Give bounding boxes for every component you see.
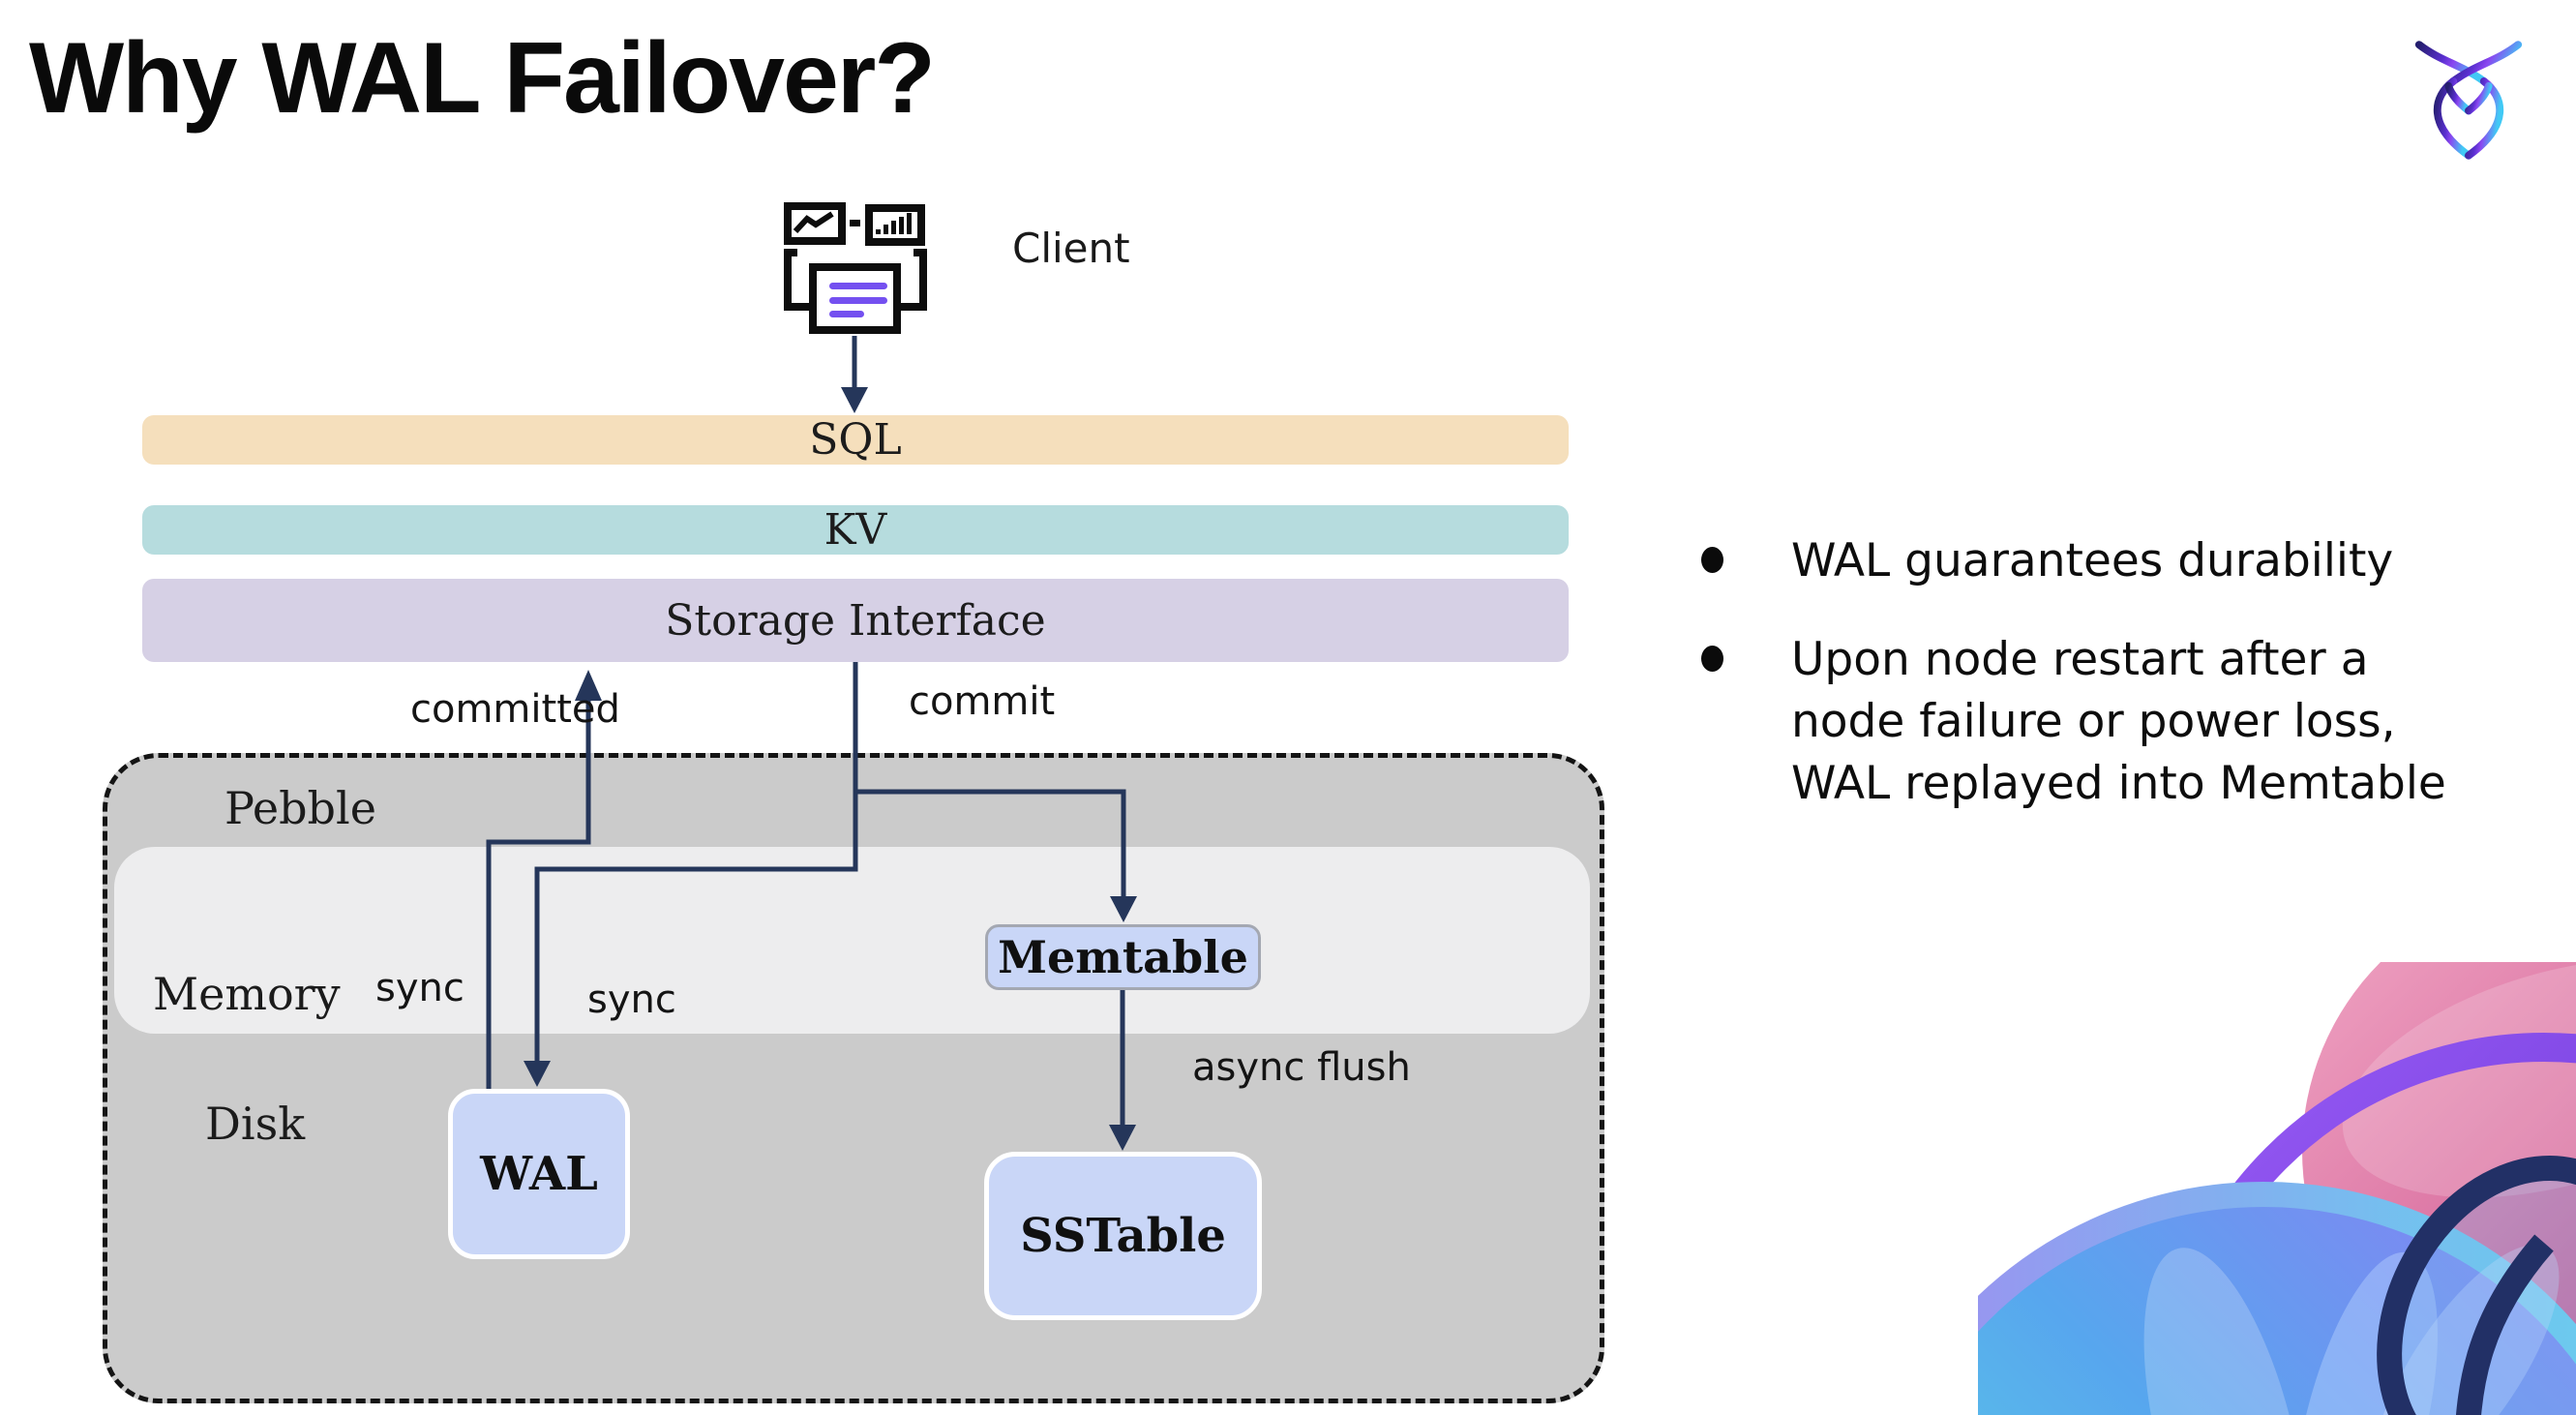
brand-decoration-graphic bbox=[1978, 962, 2576, 1415]
layer-bar-kv: KV bbox=[142, 505, 1569, 555]
edge-label-committed: committed bbox=[410, 687, 620, 732]
node-memtable: Memtable bbox=[985, 924, 1261, 990]
disk-label: Disk bbox=[205, 1098, 306, 1150]
bullet-dot-icon bbox=[1701, 547, 1723, 573]
edge-label-sync-right: sync bbox=[587, 978, 676, 1022]
node-wal: WAL bbox=[448, 1089, 630, 1259]
cockroachdb-logo-icon bbox=[2414, 41, 2523, 160]
slide-title: Why WAL Failover? bbox=[29, 22, 936, 135]
bullet-list: WAL guarantees durability Upon node rest… bbox=[1686, 530, 2518, 815]
edge-label-sync-left: sync bbox=[375, 966, 464, 1010]
pebble-label: Pebble bbox=[225, 782, 376, 834]
line-chart-icon bbox=[784, 202, 846, 245]
node-sstable: SSTable bbox=[984, 1152, 1262, 1320]
memory-label: Memory bbox=[153, 968, 341, 1020]
layer-label-kv: KV bbox=[824, 505, 887, 555]
client-label: Client bbox=[1012, 225, 1130, 272]
bullet-item: Upon node restart after a node failure o… bbox=[1686, 629, 2518, 815]
bar-chart-icon bbox=[865, 204, 925, 246]
bullet-text: Upon node restart after a node failure o… bbox=[1791, 633, 2446, 810]
layer-bar-storage-interface: Storage Interface bbox=[142, 579, 1569, 662]
layer-label-sql: SQL bbox=[809, 415, 902, 465]
bullet-dot-icon bbox=[1701, 646, 1723, 672]
node-memtable-label: Memtable bbox=[998, 931, 1248, 983]
client-brackets-icon bbox=[784, 249, 927, 311]
edge-label-commit: commit bbox=[909, 679, 1056, 724]
sql-document-icon bbox=[809, 263, 901, 334]
edge-label-async-flush: async flush bbox=[1192, 1045, 1411, 1090]
bullet-item: WAL guarantees durability bbox=[1686, 530, 2518, 592]
dash-connector bbox=[850, 220, 860, 226]
layer-bar-sql: SQL bbox=[142, 415, 1569, 465]
bullet-text: WAL guarantees durability bbox=[1791, 534, 2394, 587]
node-sstable-label: SSTable bbox=[1020, 1209, 1226, 1263]
layer-label-storage-interface: Storage Interface bbox=[665, 595, 1046, 646]
node-wal-label: WAL bbox=[480, 1147, 598, 1201]
